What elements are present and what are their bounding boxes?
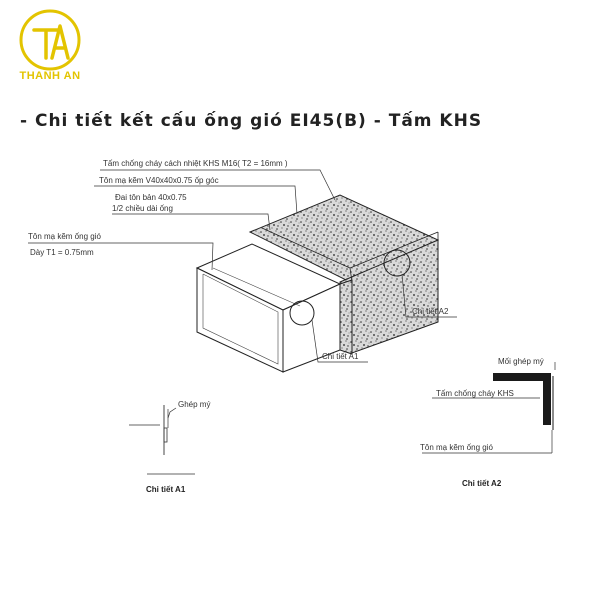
label-angle: Tôn mạ kẽm V40x40x0.75 ốp góc	[99, 176, 219, 185]
band-strip	[339, 279, 353, 355]
label-a1-callout: Chi tiết A1	[322, 352, 359, 361]
page-title: - Chi tiết kết cấu ống gió EI45(B) - Tấm…	[20, 111, 483, 131]
detail-a2-duct: Tôn mạ kẽm ống gió	[420, 443, 493, 452]
label-a2-callout: Chi tiết A2	[412, 307, 449, 316]
brand-name: THANH AN	[19, 70, 81, 82]
label-duct-1: Tôn mạ kẽm ống gió	[28, 232, 101, 241]
detail-a1-caption: Chi tiết A1	[146, 485, 186, 494]
detail-a1: Ghép mý Chi tiết A1	[129, 400, 210, 494]
label-board: Tấm chống cháy cách nhiệt KHS M16( T2 = …	[103, 159, 288, 168]
detail-a2-board: Tấm chống cháy KHS	[436, 389, 514, 398]
label-band-1: Đai tôn bản 40x0.75	[115, 193, 187, 202]
detail-a2-circle	[383, 249, 411, 277]
detail-a1-circle	[289, 300, 315, 326]
logo-monogram-icon	[19, 9, 81, 71]
detail-a2-caption: Chi tiết A2	[462, 479, 502, 488]
label-duct-2: Dày T1 = 0.75mm	[30, 248, 94, 257]
detail-a2-seam: Mối ghép mý	[498, 357, 544, 366]
label-band-2: 1/2 chiều dài ống	[112, 204, 173, 213]
duct-side-face	[282, 283, 341, 373]
detail-a2: Mối ghép mý Tấm chống cháy KHS Tôn mạ kẽ…	[420, 357, 556, 488]
company-logo: THANH AN	[14, 8, 86, 88]
detail-a1-label: Ghép mý	[178, 400, 210, 409]
